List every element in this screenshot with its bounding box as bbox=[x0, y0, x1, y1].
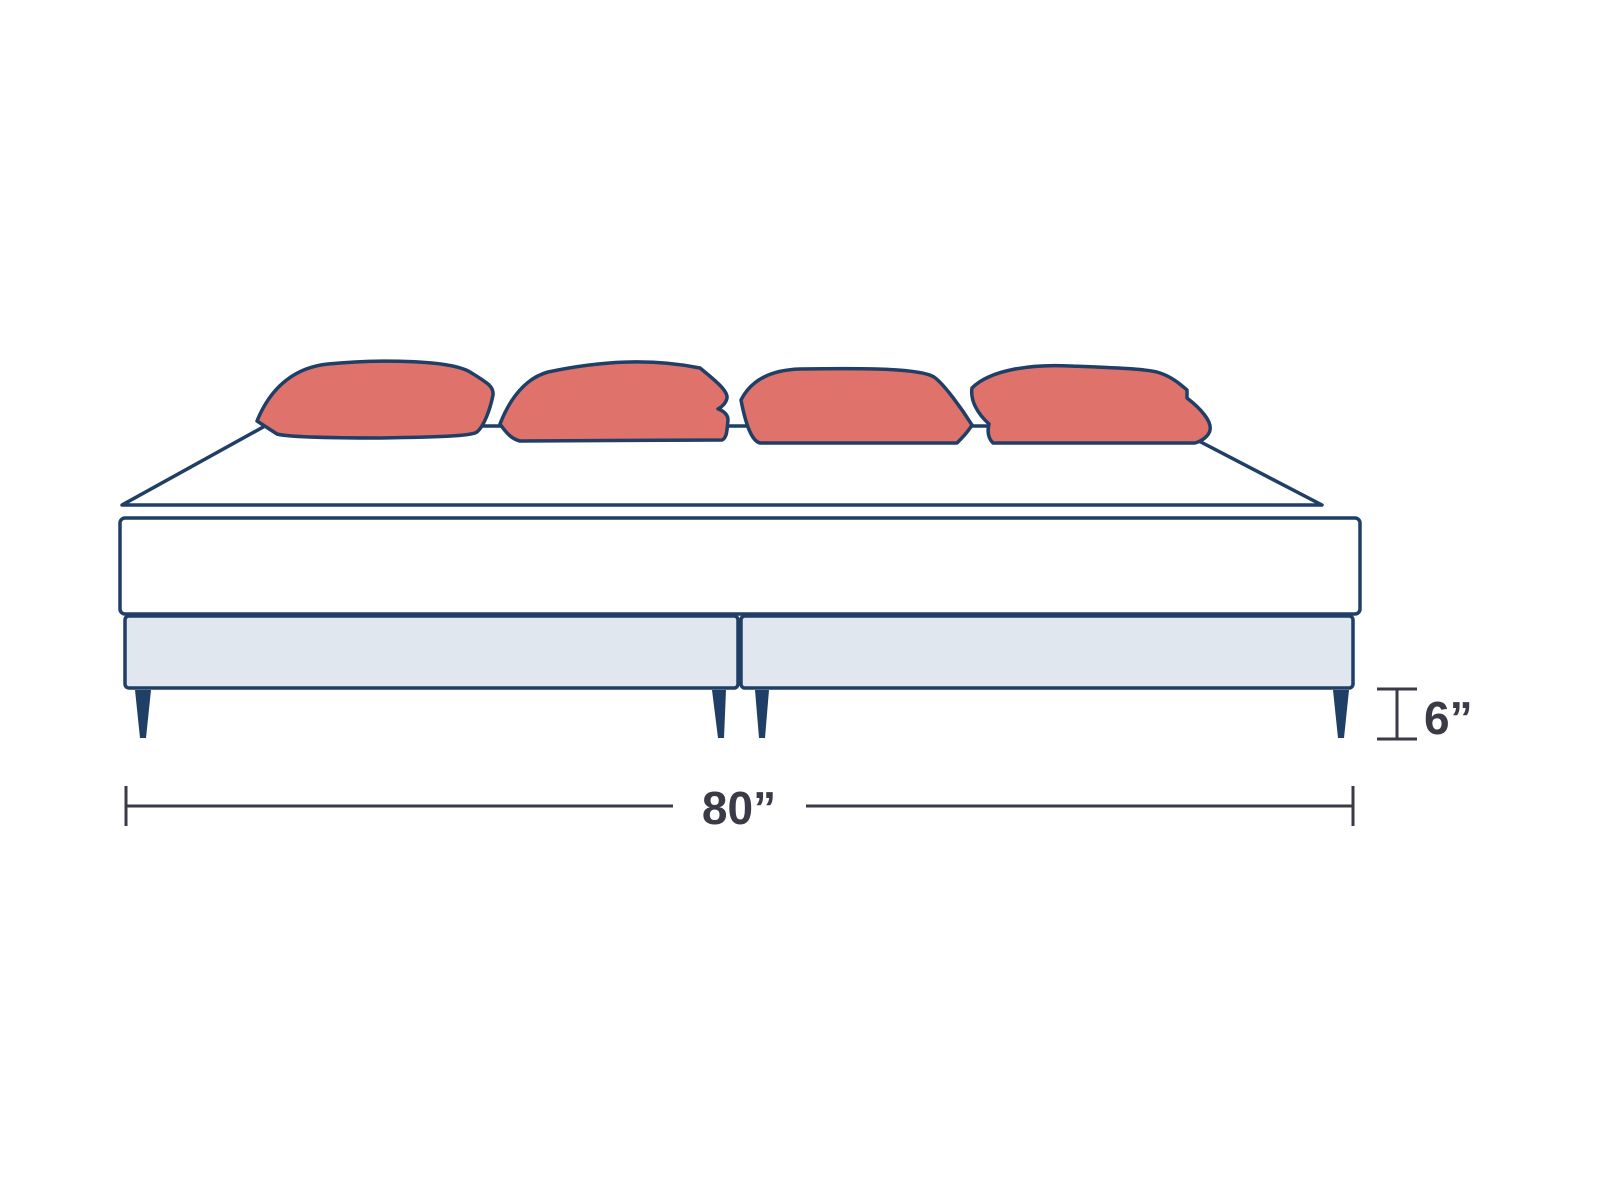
bed-base-right bbox=[739, 614, 1355, 690]
mattress-front bbox=[118, 516, 1362, 616]
leg bbox=[1333, 690, 1349, 738]
leg bbox=[712, 690, 726, 738]
bed-base-left bbox=[123, 614, 740, 690]
pillow-1 bbox=[255, 359, 495, 440]
width-dimension-line bbox=[124, 786, 1355, 826]
height-label: 6” bbox=[1424, 692, 1473, 744]
leg bbox=[135, 690, 151, 738]
width-label: 80” bbox=[702, 782, 776, 834]
bed-legs bbox=[135, 690, 1349, 738]
pillow-4 bbox=[969, 363, 1212, 445]
pillow-3 bbox=[739, 366, 974, 445]
height-dimension-marker bbox=[1377, 687, 1417, 741]
pillow-2 bbox=[498, 360, 730, 443]
leg bbox=[755, 690, 769, 738]
